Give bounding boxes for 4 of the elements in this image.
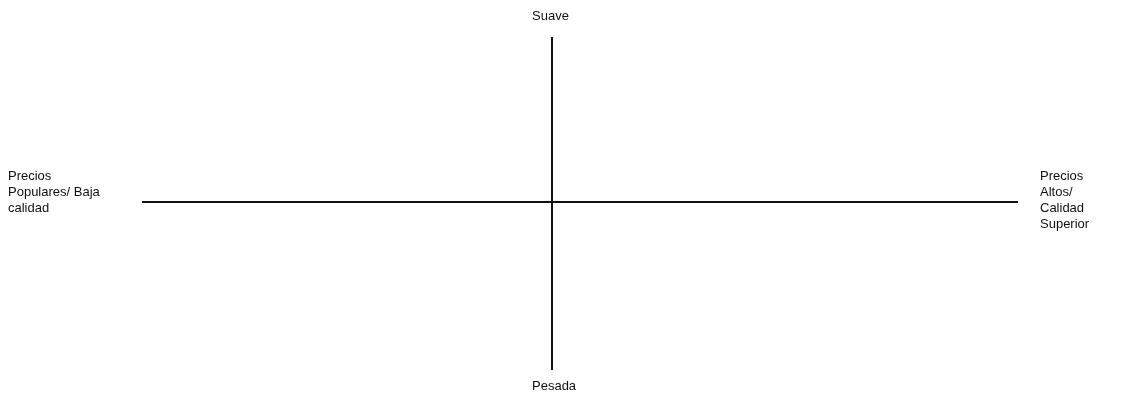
axis-label: Pesada [532, 378, 578, 394]
axis-label: Precios Populares/ Baja calidad [8, 168, 101, 216]
axis-label: Suave [532, 8, 570, 24]
axis-label: Precios Altos/ Calidad Superior [1040, 168, 1091, 232]
